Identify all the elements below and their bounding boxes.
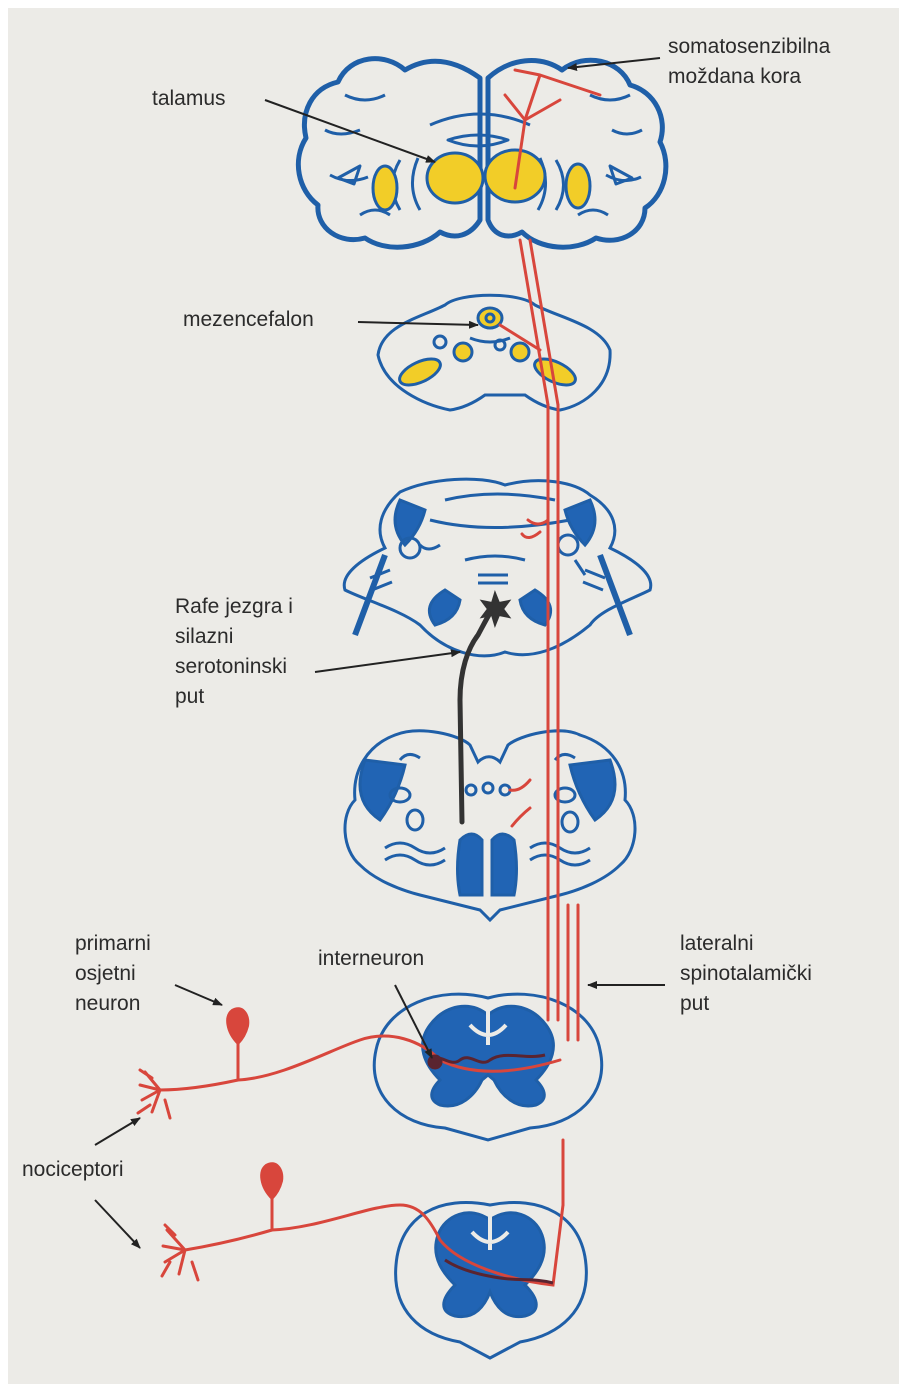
- spinal-cord-lower-section: [396, 1203, 587, 1359]
- right-lentiform: [566, 164, 590, 208]
- label-talamus: talamus: [152, 84, 226, 114]
- brain-coronal-section: [298, 59, 666, 248]
- primary-neuron-soma-upper: [227, 1008, 248, 1044]
- label-interneuron: interneuron: [318, 944, 424, 974]
- label-lateral-spinothalamic-tract: lateralni spinotalamički put: [680, 929, 812, 1019]
- mesencephalon-section: [378, 295, 610, 410]
- primary-neuron-soma-lower: [261, 1163, 282, 1199]
- label-primary-sensory-neuron: primarni osjetni neuron: [75, 929, 151, 1019]
- left-thalamus: [427, 153, 483, 203]
- label-nociceptors: nociceptori: [22, 1155, 124, 1185]
- right-thalamus: [485, 150, 545, 202]
- medulla-outline: [345, 731, 635, 920]
- medulla-section: [345, 731, 635, 920]
- label-somatosensory-cortex: somatosenzibilna moždana kora: [668, 32, 830, 92]
- label-raphe-nucleus: Rafe jezgra i silazni serotoninski put: [175, 592, 293, 712]
- pons-section: [344, 479, 651, 656]
- label-mesencephalon: mezencefalon: [183, 305, 314, 335]
- left-lentiform: [373, 166, 397, 210]
